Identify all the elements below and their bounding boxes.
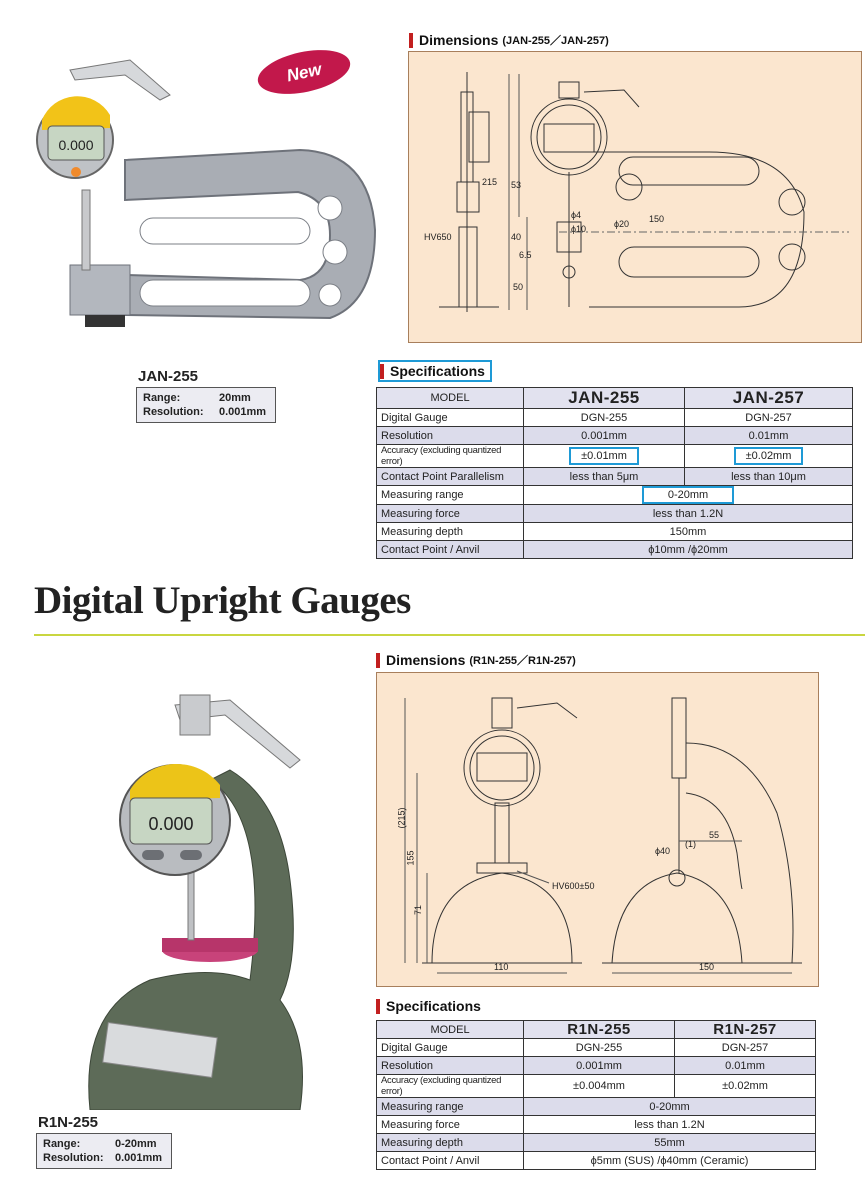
model-name-jan255: JAN-255 [138,368,199,385]
model-name-r1n255: R1N-255 [38,1114,99,1131]
jan255-product-photo: 0.000 [36,59,377,327]
highlight-accuracy-jan257: ±0.02mm [733,447,804,465]
dimensions-drawing-top: 215 53 40 6.5 50 ϕ4 ϕ20 ϕ10 150 HV650 [408,51,862,343]
section-title: Digital Upright Gauges [34,579,411,622]
r1n255-product-photo: 0.000 [88,694,303,1110]
specifications-heading-top: Specifications [378,360,492,382]
svg-text:0.000: 0.000 [148,814,193,834]
section-divider [34,634,865,636]
highlight-measuring-range: 0-20mm [641,486,735,504]
new-badge: New [257,50,351,94]
highlight-accuracy-jan255: ±0.01mm [569,447,639,465]
model-summary-jan255: Range:20mm Resolution:0.001mm [136,387,276,423]
model-summary-r1n255: Range:0-20mm Resolution:0.001mm [36,1133,172,1169]
dimensions-heading-bottom: Dimensions(R1N-255／R1N-257) [376,652,576,668]
specifications-heading-bottom: Specifications [376,998,481,1014]
dimensions-drawing-bottom: (215) 155 71 55 ϕ40 (1) HV600±50 110 150 [376,672,819,987]
gauge-reading: 0.000 [58,137,93,153]
dimensions-heading-top: Dimensions(JAN-255／JAN-257) [409,32,609,48]
